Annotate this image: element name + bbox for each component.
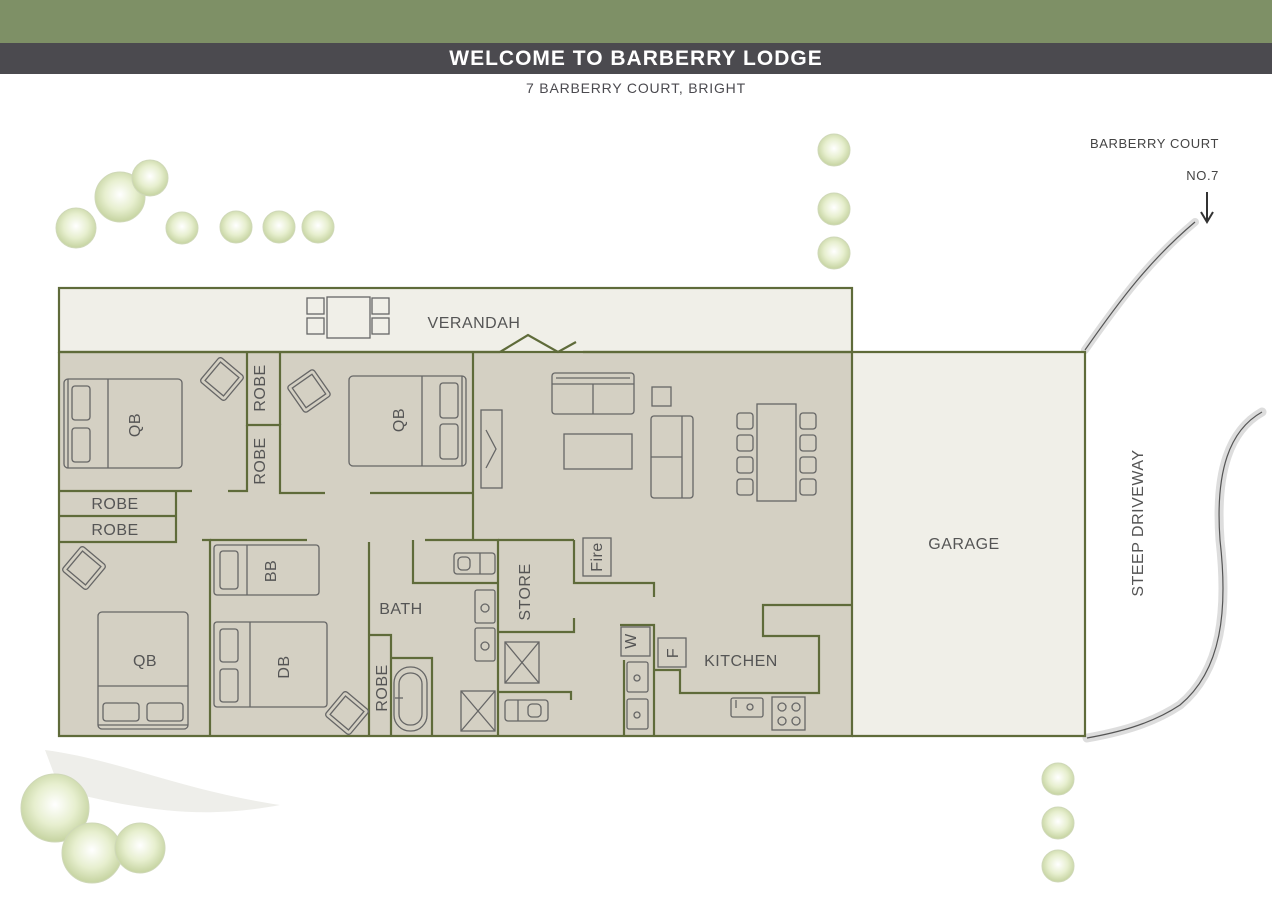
side-table (651, 386, 672, 407)
kitchen-sink (730, 697, 764, 718)
fireplace (480, 409, 503, 489)
bedroom-3-bed-label: QB (133, 653, 157, 670)
address-subtitle: 7 BARBERRY COURT, BRIGHT (526, 80, 746, 96)
outdoor-dining-set (306, 296, 390, 339)
bedroom-2-bed-label: QB (391, 408, 408, 432)
robe-label-2: ROBE (252, 437, 269, 484)
driveway-label: STEEP DRIVEWAY (1130, 449, 1147, 596)
fridge-box (657, 637, 687, 668)
arrow-down-icon (1200, 192, 1214, 224)
fire-heater-box (582, 537, 612, 577)
washer-box (620, 626, 651, 657)
cooktop (771, 696, 806, 731)
trees-bottom-right (1041, 762, 1075, 883)
robe-label-4: ROBE (91, 522, 138, 539)
robe-label-1: ROBE (252, 364, 269, 411)
bed-queen-3 (97, 611, 189, 730)
laundry-sinks (626, 661, 649, 730)
verandah-label: VERANDAH (428, 315, 521, 332)
armchair-3 (62, 546, 106, 590)
toilet-1 (453, 552, 496, 575)
store-label: STORE (517, 563, 534, 620)
bed-double (213, 621, 328, 708)
armchair-4 (325, 691, 369, 735)
garage-label: GARAGE (928, 536, 999, 553)
shower-2 (504, 641, 540, 684)
house-interior (59, 352, 852, 736)
bath-label: BATH (379, 601, 422, 618)
bunk-bed-label: BB (263, 560, 280, 582)
driveway-edges (1081, 218, 1267, 743)
double-bed-label: DB (276, 655, 293, 678)
shower-1 (460, 690, 496, 732)
sofa-1 (551, 372, 635, 415)
bed-queen-2 (348, 375, 467, 467)
robe-label-3: ROBE (91, 496, 138, 513)
toilet-2 (504, 699, 549, 722)
trees-top-left (55, 159, 335, 249)
vanity-basins (474, 589, 496, 662)
trees-bottom-left (20, 750, 280, 884)
dining-table (736, 403, 817, 502)
sofa-2 (650, 415, 694, 499)
bathtub (393, 666, 428, 732)
fridge-label: F (665, 648, 682, 658)
coffee-table (563, 433, 633, 470)
kitchen-label: KITCHEN (704, 653, 778, 670)
page-title: WELCOME TO BARBERRY LODGE (0, 43, 1272, 74)
street-number-label: NO.7 (1186, 168, 1219, 183)
trees-top-middle (817, 133, 851, 270)
bed-bunk (213, 544, 320, 596)
interior-walls (59, 352, 852, 736)
washer-label: W (623, 633, 640, 649)
armchair-1 (200, 357, 244, 401)
garage-area (852, 352, 1085, 736)
fire-heater-label: Fire (589, 542, 606, 572)
outer-walls (57, 286, 1087, 738)
bed-queen-1 (63, 378, 183, 469)
street-name-label: BARBERRY COURT (1090, 136, 1219, 151)
armchair-2 (287, 369, 331, 413)
bedroom-1-bed-label: QB (127, 413, 144, 437)
verandah-area (59, 288, 852, 352)
robe-label-5: ROBE (374, 664, 391, 711)
header-band (0, 0, 1272, 43)
